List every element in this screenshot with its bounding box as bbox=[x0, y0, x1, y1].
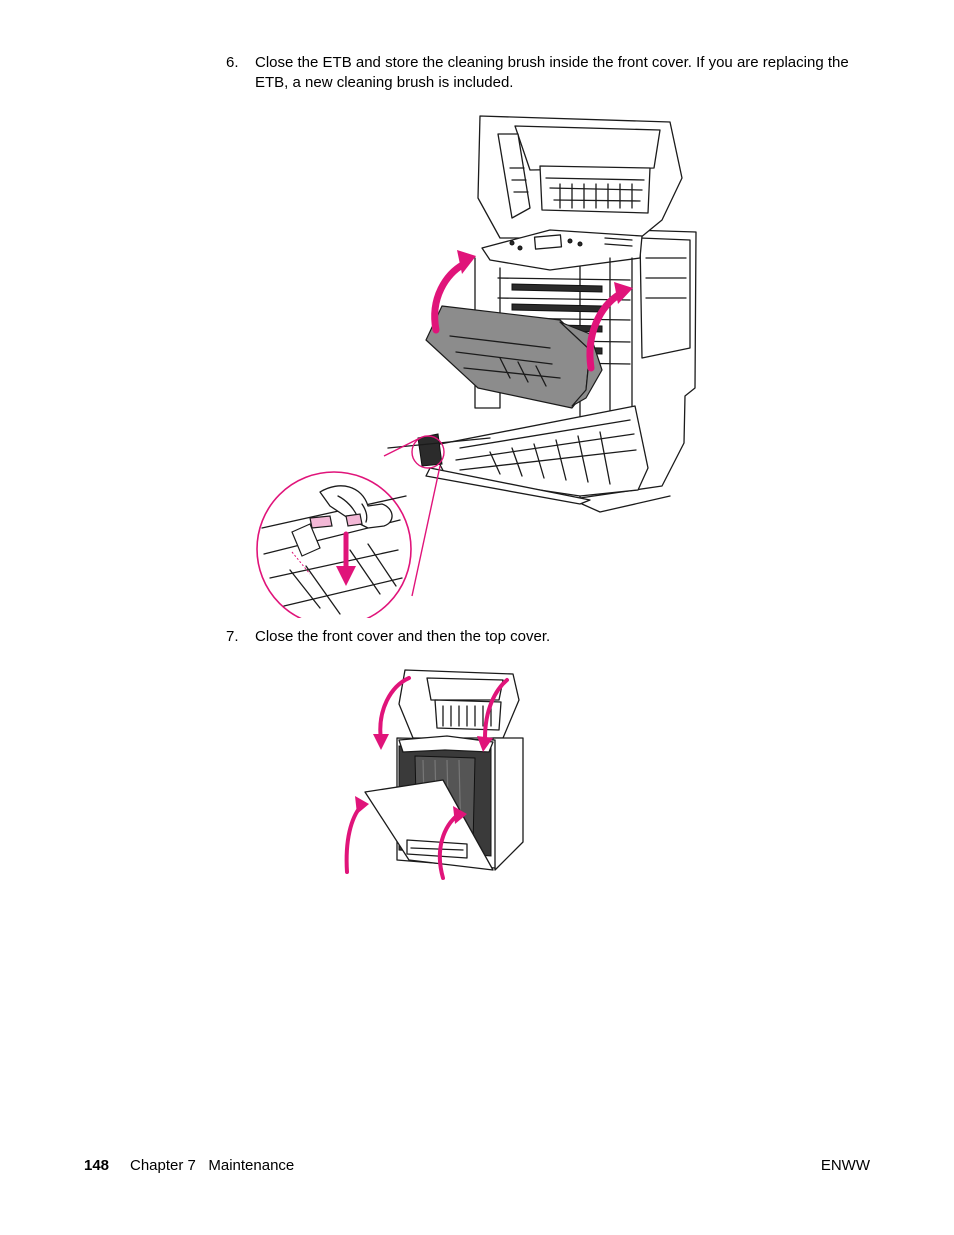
step-6-text: Close the ETB and store the cleaning bru… bbox=[255, 54, 849, 91]
printer-side bbox=[492, 737, 524, 871]
document-code: ENWW bbox=[820, 1157, 870, 1174]
step-7-text: Close the front cover and then the top c… bbox=[255, 628, 551, 645]
step-7-number: 7. bbox=[226, 628, 239, 645]
etb-unit bbox=[425, 305, 591, 409]
chapter-title: Chapter 7 Maintenance bbox=[130, 1157, 295, 1174]
step-6-number: 6. bbox=[226, 54, 239, 71]
page-number: 148 bbox=[84, 1157, 110, 1174]
control-panel bbox=[481, 229, 643, 271]
step-7: 7. Close the front cover and then the to… bbox=[226, 627, 866, 647]
brush-zoom-detail bbox=[256, 471, 412, 618]
brush-slot bbox=[417, 433, 443, 467]
printer-close-covers-illustration bbox=[335, 660, 535, 885]
printer-etb-illustration bbox=[250, 108, 710, 618]
step-6: 6. Close the ETB and store the cleaning … bbox=[226, 53, 866, 93]
